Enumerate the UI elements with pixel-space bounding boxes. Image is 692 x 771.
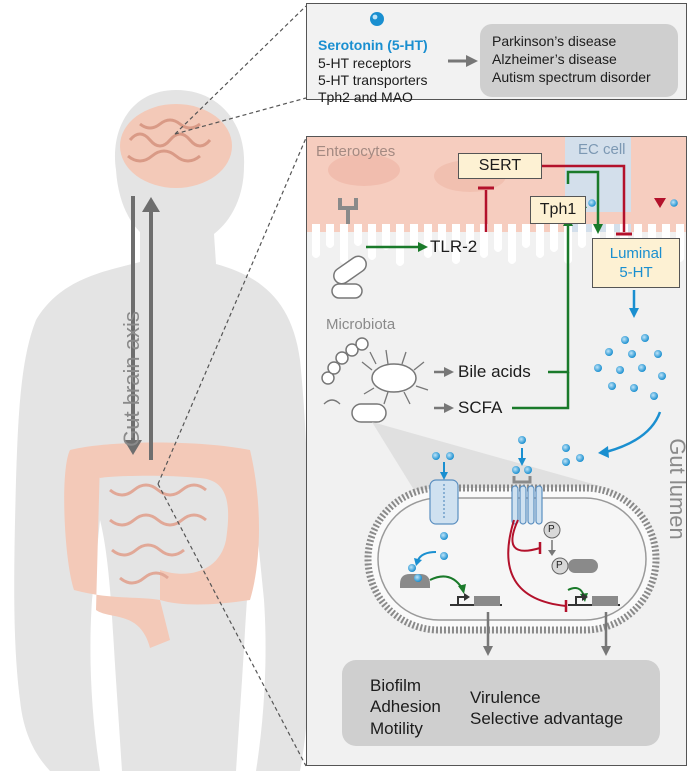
outcomes-box [342,660,660,746]
disease-alzheimers: Alzheimer’s disease [492,51,617,67]
disease-parkinsons: Parkinson’s disease [492,33,617,49]
luminal-line1: Luminal [609,245,663,262]
phospho-label-2: P [556,560,563,571]
bile-acids-label: Bile acids [458,362,531,381]
outcome-adhesion: Adhesion [370,697,441,716]
luminal-5ht-box: Luminal 5-HT [592,238,680,288]
gut-lumen-label: Gut lumen [665,438,690,540]
serotonin-item-transporters: 5-HT transporters [318,72,428,88]
ec-cell-label: EC cell [578,141,626,158]
sert-box: SERT [458,153,542,179]
outcome-motility: Motility [370,719,423,738]
phospho-label-1: P [548,524,555,535]
tph1-box: Tph1 [530,196,586,224]
outcome-virulence: Virulence [470,688,541,707]
outcome-biofilm: Biofilm [370,676,422,695]
microbiota-label: Microbiota [326,316,396,333]
enterocytes-label: Enterocytes [316,143,396,160]
serotonin-item-receptors: 5-HT receptors [318,55,412,71]
outcome-selective-advantage: Selective advantage [470,709,624,728]
disease-box [480,24,678,97]
tlr2-label: TLR-2 [430,237,478,256]
serotonin-label: Serotonin (5-HT) [318,37,428,53]
scfa-label: SCFA [458,398,503,417]
disease-autism: Autism spectrum disorder [492,69,651,85]
serotonin-item-tph2-mao: Tph2 and MAO [318,89,413,105]
luminal-line2: 5-HT [619,264,653,281]
